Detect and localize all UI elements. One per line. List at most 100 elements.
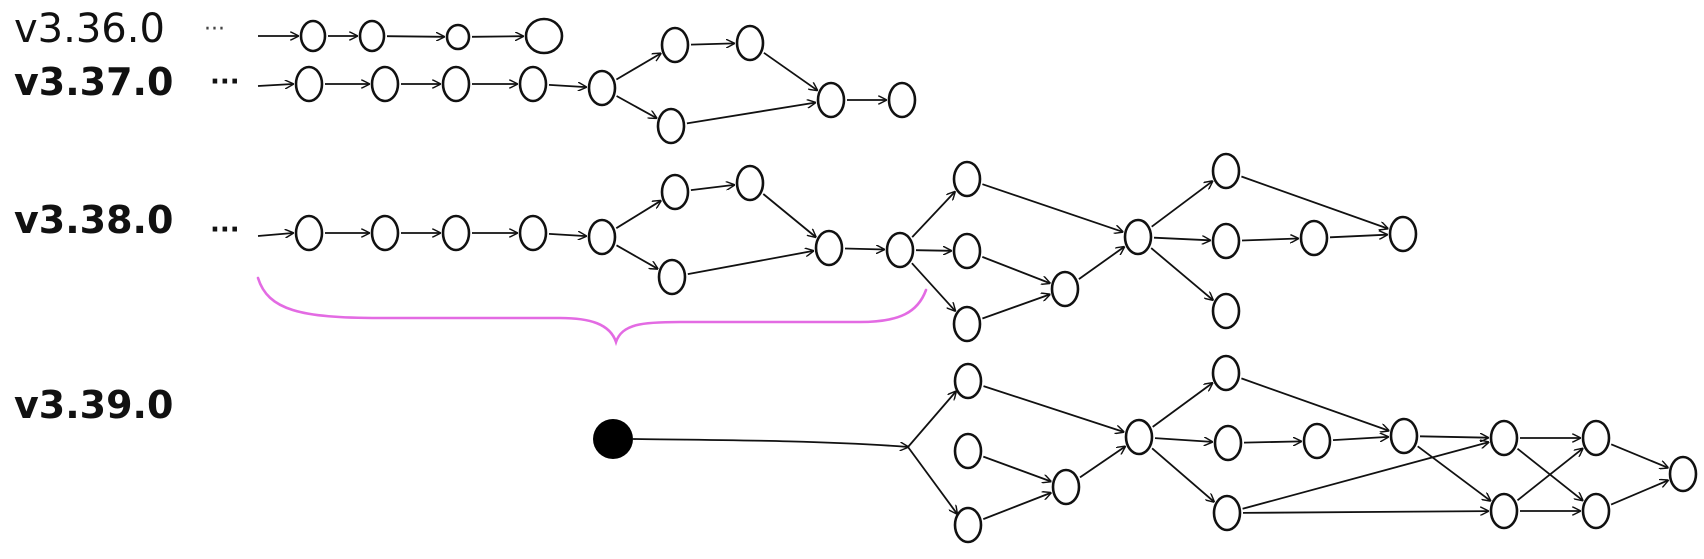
edge-d8-d9 bbox=[1332, 437, 1388, 440]
edge-d10-d11 bbox=[1242, 442, 1489, 510]
commit-node-d9 bbox=[1389, 417, 1419, 455]
commit-node-d15 bbox=[1668, 455, 1698, 493]
edge-c11-c15 bbox=[982, 183, 1122, 232]
commit-node-c19 bbox=[1388, 215, 1418, 253]
commit-node-a2 bbox=[358, 19, 386, 53]
commit-node-c6 bbox=[660, 173, 690, 211]
edge-d4-d5 bbox=[1079, 447, 1125, 479]
edge-c15-c16 bbox=[1151, 181, 1213, 228]
commit-node-c17 bbox=[1211, 222, 1241, 260]
commit-node-c9 bbox=[814, 229, 844, 267]
edge-c14-c15 bbox=[1078, 247, 1124, 280]
edge-c17-c18 bbox=[1241, 239, 1298, 241]
edge-c12-c14 bbox=[981, 256, 1049, 283]
edge-c4-c5 bbox=[548, 234, 586, 236]
edge-d10-d12 bbox=[1242, 511, 1488, 513]
commit-node-c14 bbox=[1050, 270, 1080, 308]
commit-node-d13 bbox=[1581, 419, 1611, 457]
commit-node-b8 bbox=[656, 107, 686, 145]
history-ellipsis-v3380: ··· bbox=[210, 215, 240, 245]
commit-node-b1 bbox=[294, 65, 324, 103]
commit-node-c1 bbox=[294, 214, 324, 252]
commit-node-d5 bbox=[1124, 418, 1154, 456]
edge-a2-a3 bbox=[386, 36, 444, 37]
edge-d5-d10 bbox=[1151, 447, 1214, 501]
edge-c10-c11 bbox=[911, 192, 955, 238]
edge-b4-b5 bbox=[548, 85, 586, 87]
commit-node-d14 bbox=[1581, 492, 1611, 530]
v3390-start-node bbox=[593, 419, 633, 459]
start-fan-edge-d1 bbox=[907, 392, 956, 448]
version-label-v3390: v3.39.0 bbox=[14, 383, 173, 427]
edge-d5-d7 bbox=[1154, 438, 1212, 442]
commit-node-c11 bbox=[952, 160, 982, 198]
commit-node-d2 bbox=[953, 432, 983, 470]
edge-d9-d11 bbox=[1419, 436, 1488, 437]
commit-node-c15 bbox=[1123, 218, 1153, 256]
commit-node-c16 bbox=[1211, 152, 1241, 190]
commit-node-d1 bbox=[953, 362, 983, 400]
commit-node-b5 bbox=[587, 69, 617, 107]
commit-node-a1 bbox=[299, 19, 327, 53]
v3390-start-line bbox=[632, 438, 908, 447]
edge-d9-d12 bbox=[1417, 445, 1491, 500]
commit-edges bbox=[257, 36, 1668, 520]
commit-node-d8 bbox=[1302, 422, 1332, 460]
commit-node-a4 bbox=[524, 17, 564, 55]
edge-c10-c12 bbox=[915, 250, 951, 251]
history-ellipsis-v3360: ··· bbox=[204, 17, 225, 42]
edge-c8-c9 bbox=[687, 251, 813, 275]
commit-node-c8 bbox=[657, 258, 687, 296]
commit-node-d7 bbox=[1213, 424, 1243, 462]
commit-node-c10 bbox=[885, 231, 915, 269]
edge-d5-d6 bbox=[1152, 383, 1213, 428]
commit-node-b10 bbox=[887, 81, 917, 119]
edge-c10-c13 bbox=[911, 262, 955, 311]
lead-in-edge-c1 bbox=[257, 233, 293, 236]
commit-node-b6 bbox=[660, 26, 690, 64]
commit-node-d10 bbox=[1212, 494, 1242, 532]
version-label-v3380: v3.38.0 bbox=[14, 198, 173, 242]
edge-d14-d15 bbox=[1610, 480, 1668, 506]
edge-c6-c7 bbox=[690, 185, 734, 191]
commit-node-c4 bbox=[518, 214, 548, 252]
commit-node-d3 bbox=[953, 506, 983, 544]
start-fan-edge-d3 bbox=[907, 446, 957, 514]
edge-b6-b7 bbox=[690, 43, 734, 44]
edge-d3-d4 bbox=[982, 493, 1050, 520]
edge-b8-b9 bbox=[686, 103, 815, 125]
commit-node-b3 bbox=[441, 65, 471, 103]
version-label-v3370: v3.37.0 bbox=[14, 60, 173, 104]
commit-node-c2 bbox=[370, 214, 400, 252]
commit-node-c12 bbox=[952, 232, 982, 270]
edge-d7-d8 bbox=[1243, 441, 1301, 442]
edge-c18-c19 bbox=[1329, 235, 1387, 238]
edge-c15-c20 bbox=[1150, 247, 1213, 300]
edge-b5-b6 bbox=[615, 54, 660, 81]
edge-c5-c6 bbox=[615, 201, 660, 229]
edge-c7-c9 bbox=[762, 193, 815, 237]
commit-node-c20 bbox=[1211, 292, 1241, 330]
commit-node-d4 bbox=[1051, 468, 1081, 506]
edge-a3-a4 bbox=[471, 36, 523, 37]
edge-d2-d4 bbox=[982, 455, 1050, 482]
commit-node-c7 bbox=[735, 164, 765, 202]
commit-node-c5 bbox=[587, 218, 617, 256]
edge-d12-d13 bbox=[1516, 449, 1583, 502]
edge-d13-d15 bbox=[1610, 443, 1668, 467]
commit-node-d6 bbox=[1211, 354, 1241, 392]
release-span-brace bbox=[256, 276, 928, 347]
edge-b5-b8 bbox=[616, 95, 657, 118]
commit-node-c3 bbox=[441, 214, 471, 252]
edge-c15-c17 bbox=[1153, 238, 1210, 241]
edge-c16-c19 bbox=[1241, 175, 1387, 229]
edge-c13-c14 bbox=[982, 295, 1049, 320]
version-label-v3360: v3.36.0 bbox=[14, 6, 165, 52]
commit-nodes bbox=[294, 17, 1698, 544]
edge-b7-b9 bbox=[763, 52, 817, 90]
history-ellipsis-v3370: ··· bbox=[210, 67, 240, 97]
edge-c9-c10 bbox=[844, 249, 884, 250]
edge-d1-d5 bbox=[983, 385, 1124, 432]
commit-node-a3 bbox=[445, 23, 471, 51]
commit-node-b4 bbox=[518, 65, 548, 103]
